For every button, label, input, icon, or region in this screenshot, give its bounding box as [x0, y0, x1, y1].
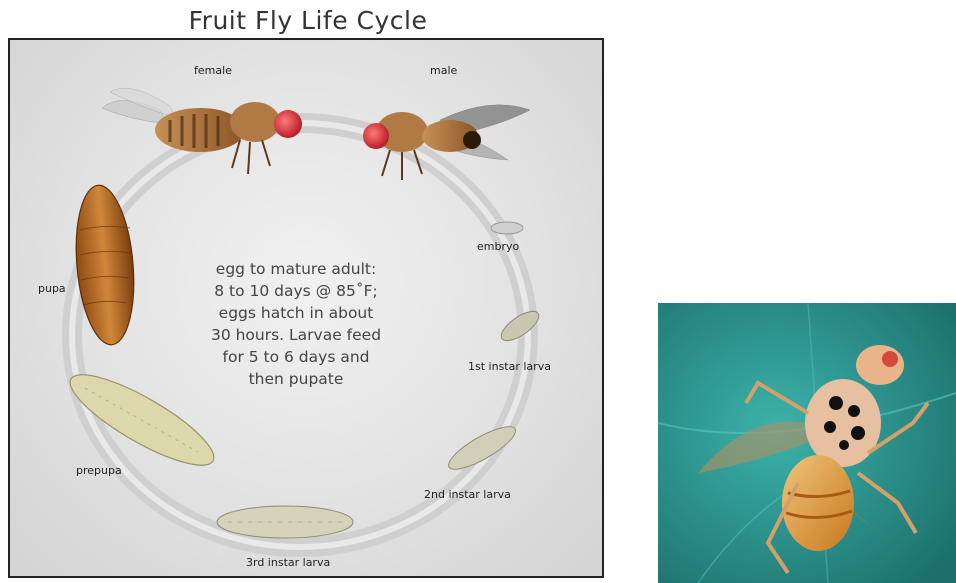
female-fly — [102, 88, 302, 174]
label-first-instar: 1st instar larva — [468, 360, 551, 373]
label-third-instar: 3rd instar larva — [246, 556, 330, 569]
embryo-egg — [491, 222, 523, 234]
cycle-description: egg to mature adult: 8 to 10 days @ 85˚F… — [196, 258, 396, 390]
label-second-instar: 2nd instar larva — [424, 488, 511, 501]
third-instar-larva — [217, 506, 353, 538]
fruit-fly-photo-illustration — [658, 303, 956, 583]
label-female: female — [194, 64, 232, 77]
label-prepupa: prepupa — [76, 464, 122, 477]
label-male: male — [430, 64, 457, 77]
fruit-fly-photo — [658, 303, 956, 583]
label-pupa: pupa — [38, 282, 66, 295]
label-embryo: embryo — [477, 240, 519, 253]
life-cycle-panel: female male embryo 1st instar larva 2nd … — [8, 38, 604, 578]
diagram-title: Fruit Fly Life Cycle — [8, 6, 608, 35]
